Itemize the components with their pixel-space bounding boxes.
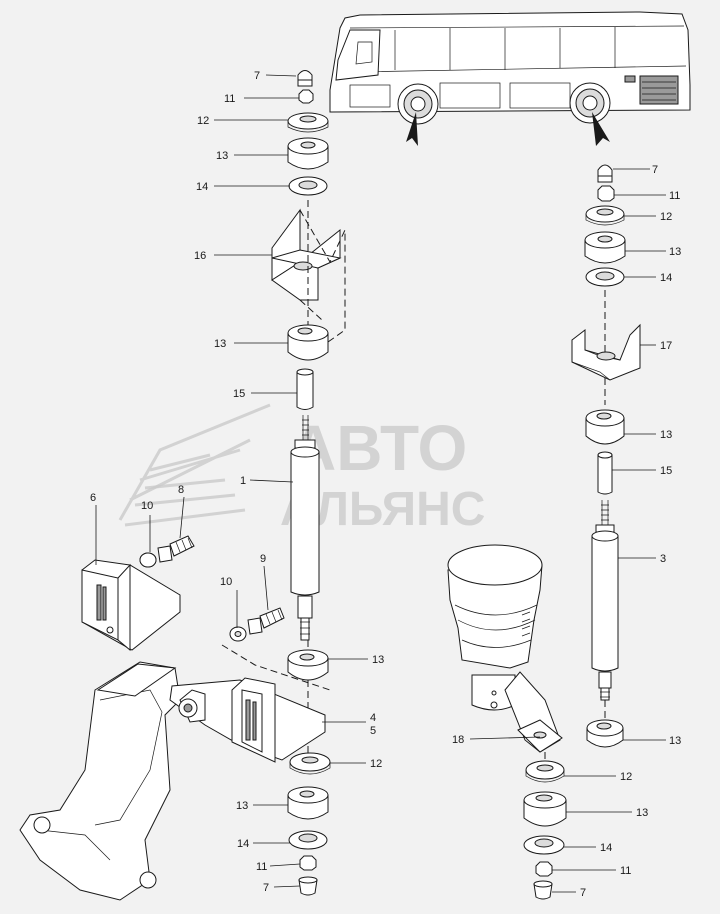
label-11: 11: [620, 865, 631, 877]
label-13: 13: [660, 429, 672, 441]
left-stack-lower: [287, 649, 331, 896]
label-11: 11: [669, 190, 680, 202]
label-12: 12: [197, 115, 209, 127]
part-9-bolt: [229, 607, 285, 642]
part-6-mounting-bracket: [81, 559, 181, 652]
label-11: 11: [256, 861, 267, 873]
label-14: 14: [600, 842, 612, 854]
label-10: 10: [141, 500, 153, 512]
label-3: 3: [660, 553, 666, 565]
part-13-bushing-low-right: [586, 719, 624, 748]
part-7-cap-bottom-left: [298, 879, 318, 896]
part-4-5-lower-bracket: [169, 677, 326, 763]
label-13: 13: [236, 800, 248, 812]
part-16-bracket: [271, 208, 346, 343]
label-11: 11: [224, 93, 235, 105]
arrow-front-axle-icon: [406, 112, 418, 146]
label-12: 12: [370, 758, 382, 770]
part-11-nut-bottom-left: [299, 855, 317, 871]
label-13: 13: [636, 807, 648, 819]
air-spring: [447, 544, 543, 711]
part-15-sleeve-left: [296, 371, 314, 410]
label-10: 10: [220, 576, 232, 588]
watermark-text-avto: АВТО: [290, 412, 467, 484]
watermark-logo: АВТО АЛЬЯНС: [118, 403, 485, 536]
axle-knuckle: [19, 661, 181, 901]
label-18: 18: [452, 734, 464, 746]
label-13: 13: [216, 150, 228, 162]
part-11-nut-top-right: [597, 185, 615, 202]
leader-lines: [95, 74, 666, 893]
arrow-rear-axle-icon: [592, 112, 610, 146]
label-13: 13: [669, 735, 681, 747]
left-stack-upper: [271, 70, 346, 410]
part-15-sleeve-right: [597, 454, 613, 495]
label-14: 14: [196, 181, 208, 193]
right-stack-upper: [571, 164, 641, 495]
label-7: 7: [652, 164, 658, 176]
label-7: 7: [263, 882, 269, 894]
label-14: 14: [237, 838, 249, 850]
part-7-cap-bottom-right: [533, 883, 553, 900]
label-5: 5: [370, 725, 376, 737]
label-9: 9: [260, 553, 266, 565]
label-13: 13: [669, 246, 681, 258]
part-18-bracket: [504, 671, 563, 762]
part-11-nut-bottom-right: [535, 861, 553, 877]
label-13: 13: [372, 654, 384, 666]
part-3-shock-absorber: [591, 500, 619, 701]
label-1: 1: [240, 475, 246, 487]
part-1-shock-absorber: [290, 415, 320, 641]
label-12: 12: [620, 771, 632, 783]
right-stack-lower: [523, 760, 567, 900]
label-17: 17: [660, 340, 672, 352]
label-7: 7: [254, 70, 260, 82]
label-15: 15: [233, 388, 245, 400]
label-6: 6: [90, 492, 96, 504]
part-10-washer-a: [139, 552, 157, 568]
part-labels: 7 11 12 13 14 16 13 15 1 6 10 8 10 9 13 …: [90, 70, 681, 899]
label-15: 15: [660, 465, 672, 477]
label-14: 14: [660, 272, 672, 284]
label-12: 12: [660, 211, 672, 223]
part-17-bracket: [571, 323, 641, 381]
part-11-nut-top-left: [298, 89, 314, 104]
label-16: 16: [194, 250, 206, 262]
label-13: 13: [214, 338, 226, 350]
label-7: 7: [580, 887, 586, 899]
label-8: 8: [178, 484, 184, 496]
bus-illustration: [329, 11, 691, 146]
label-4: 4: [370, 712, 376, 724]
